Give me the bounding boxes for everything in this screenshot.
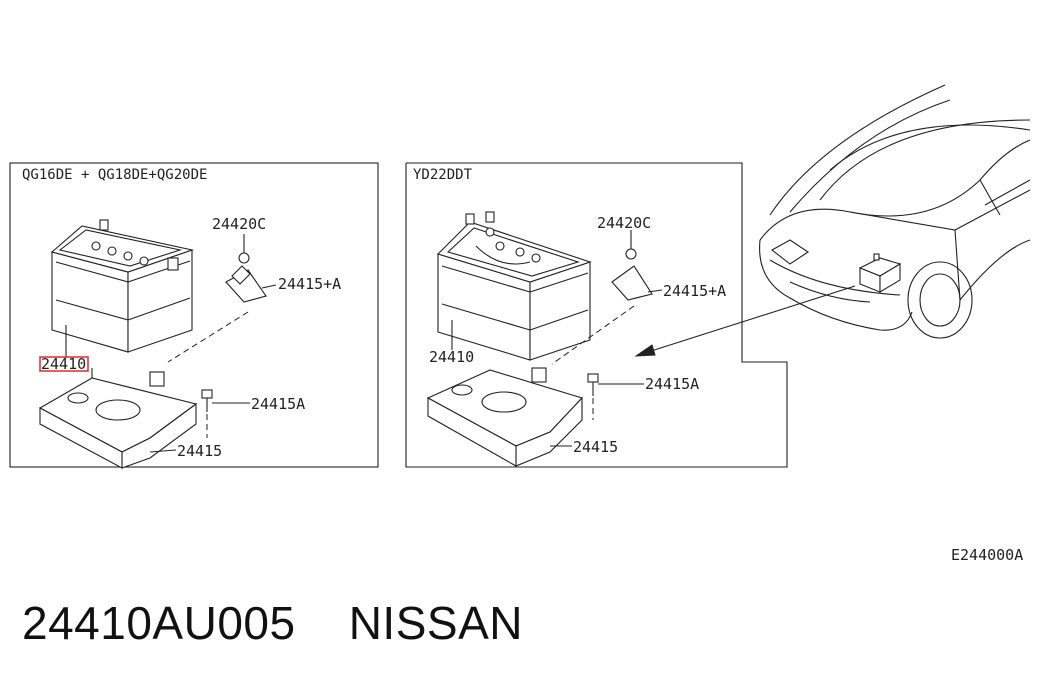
diagram-code: E244000A xyxy=(951,546,1023,564)
right-label-24415a: 24415A xyxy=(645,375,699,393)
right-panel-header: YD22DDT xyxy=(413,167,473,183)
left-clamp-illustration xyxy=(167,234,277,363)
right-label-24410: 24410 xyxy=(429,348,474,366)
left-label-24420c: 24420C xyxy=(212,215,266,233)
left-label-24415a: 24415A xyxy=(251,395,305,413)
right-bolt-illustration xyxy=(587,373,644,420)
left-battery-illustration xyxy=(50,219,195,358)
left-label-24410: 24410 xyxy=(41,355,86,373)
right-panel: YD22DDT xyxy=(405,162,788,468)
left-highlight-box xyxy=(39,356,89,372)
right-tray-illustration xyxy=(426,367,584,467)
left-panel-header: QG16DE + QG18DE+QG20DE xyxy=(22,167,207,183)
car-illustration xyxy=(634,84,1031,357)
left-tray-illustration xyxy=(38,368,198,469)
right-battery-illustration xyxy=(436,211,592,361)
left-label-24415: 24415 xyxy=(177,442,222,460)
left-bolt-illustration xyxy=(201,389,250,438)
right-clamp-illustration xyxy=(551,230,663,365)
right-panel-frame xyxy=(405,162,788,468)
footer-caption: 24410AU005 NISSAN xyxy=(22,596,523,650)
right-label-24415: 24415 xyxy=(573,438,618,456)
right-label-24420c: 24420C xyxy=(597,214,651,232)
right-label-24415-a: 24415+A xyxy=(663,282,726,300)
left-label-24415-a: 24415+A xyxy=(278,275,341,293)
part-number: 24410AU005 xyxy=(22,597,296,649)
left-panel-frame xyxy=(9,162,379,468)
left-panel: QG16DE + QG18DE+QG20DE xyxy=(9,162,379,469)
brand-name: NISSAN xyxy=(348,597,523,649)
